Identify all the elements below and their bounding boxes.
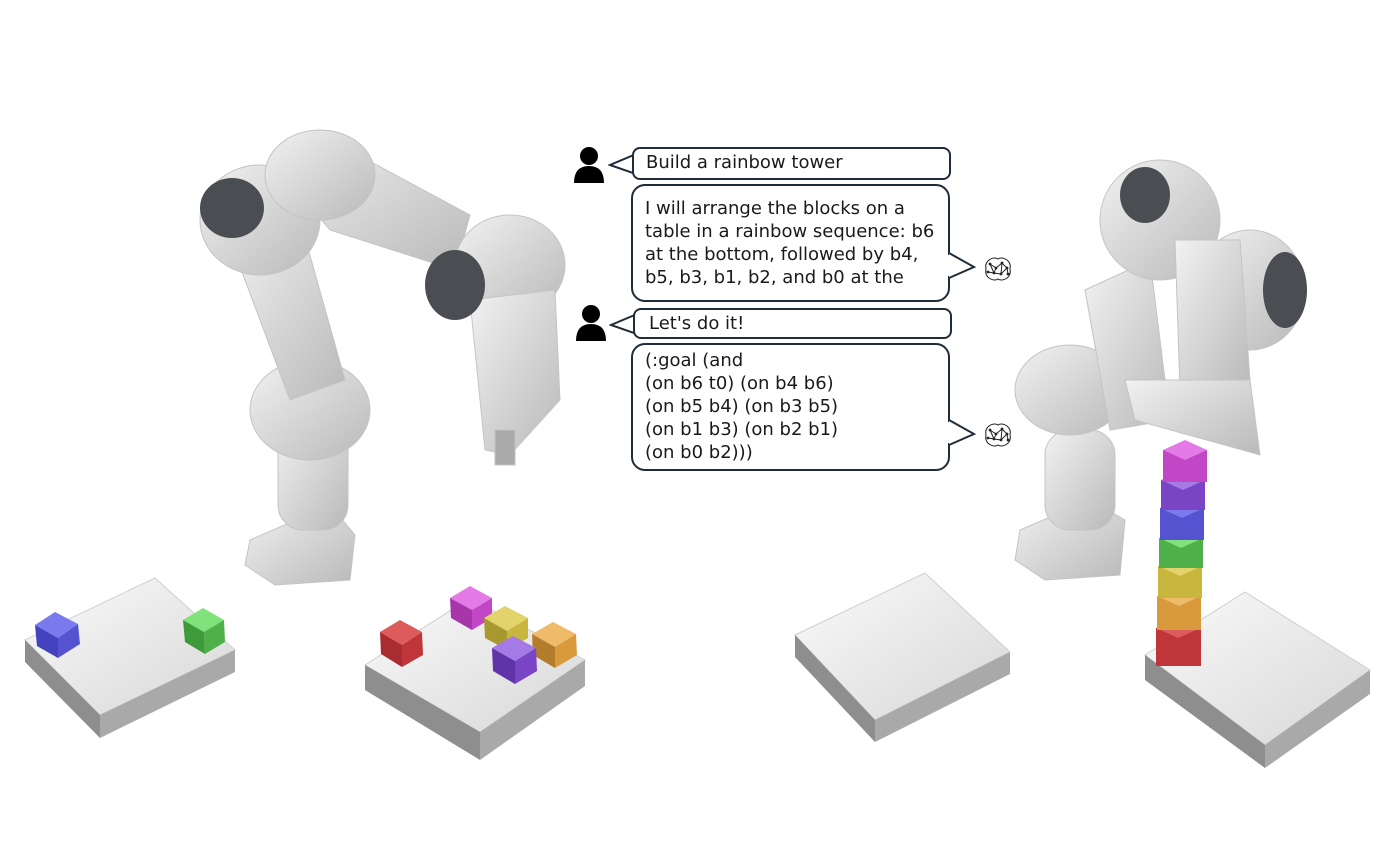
person-icon bbox=[576, 305, 606, 341]
block-orange bbox=[532, 622, 577, 668]
user-message-1: Build a rainbow tower bbox=[632, 147, 951, 180]
user-message-1-text: Build a rainbow tower bbox=[646, 152, 843, 173]
neural-brain-icon bbox=[985, 423, 1011, 447]
bubble-tail-user-1 bbox=[608, 153, 637, 175]
block-blue bbox=[35, 612, 80, 658]
left-robot-arm bbox=[199, 129, 566, 586]
bubble-tail-assistant-1 bbox=[946, 252, 977, 279]
left-arm-dark-joint bbox=[200, 178, 264, 238]
rainbow-tower bbox=[1156, 440, 1207, 666]
left-arm-dark-wrist bbox=[425, 250, 485, 320]
block-red bbox=[380, 620, 423, 667]
assistant-message-2: (:goal (and (on b6 t0) (on b4 b6) (on b5… bbox=[631, 343, 950, 471]
table-right-b bbox=[1144, 591, 1371, 768]
assistant-message-1-line-2: table in a rainbow sequence: b6 bbox=[645, 221, 935, 242]
bubble-tail-assistant-2 bbox=[946, 419, 977, 446]
table-left-a bbox=[24, 577, 236, 738]
assistant-message-2-line-2: (on b6 t0) (on b4 b6) bbox=[645, 373, 834, 394]
assistant-message-2-line-4: (on b1 b3) (on b2 b1) bbox=[645, 419, 839, 440]
right-arm-dark-joint-top bbox=[1120, 167, 1170, 223]
assistant-message-1-line-1: I will arrange the blocks on a bbox=[645, 198, 905, 219]
user-message-2-text: Let's do it! bbox=[649, 313, 745, 334]
user-message-2: Let's do it! bbox=[633, 308, 952, 339]
table-right-a bbox=[794, 572, 1011, 742]
block-green bbox=[183, 608, 225, 654]
block-indigo bbox=[492, 636, 537, 684]
block-violet bbox=[450, 586, 492, 630]
tower-block-violet bbox=[1163, 440, 1207, 482]
tower-block-green bbox=[1159, 528, 1203, 568]
assistant-message-1-line-4: b5, b3, b1, b2, and b0 at the bbox=[645, 267, 904, 288]
bubble-tail-user-2 bbox=[609, 313, 638, 335]
assistant-message-1: I will arrange the blocks on a table in … bbox=[631, 184, 950, 302]
assistant-message-2-line-1: (:goal (and bbox=[645, 350, 744, 371]
right-arm-dark-joint-side bbox=[1263, 252, 1307, 328]
assistant-message-2-line-3: (on b5 b4) (on b3 b5) bbox=[645, 396, 839, 417]
neural-brain-icon bbox=[985, 257, 1011, 281]
assistant-message-2-line-5: (on b0 b2))) bbox=[645, 442, 753, 463]
assistant-message-1-line-3: at the bottom, followed by b4, bbox=[645, 244, 919, 265]
person-icon bbox=[574, 147, 604, 183]
